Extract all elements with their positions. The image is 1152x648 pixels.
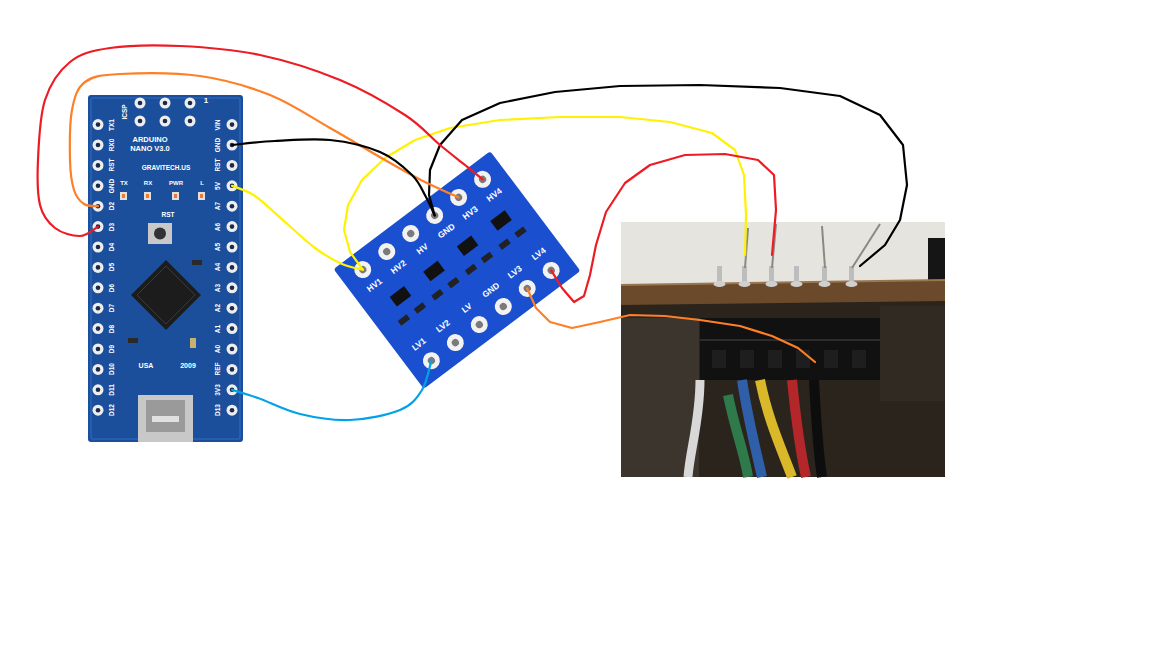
pin-name: D11 [109, 384, 116, 396]
wire [344, 117, 746, 270]
pin-name: D4 [109, 243, 116, 251]
pin-label: LV3 [506, 264, 524, 281]
pin-name: D8 [109, 324, 116, 332]
pin-name: D7 [109, 304, 116, 312]
silkscreen-text: ARDUINO NANO V3.0 [130, 136, 170, 153]
pin-name: ICSP [122, 104, 129, 119]
silkscreen-text: GRAVITECH.US [142, 164, 191, 171]
pin-name: RST [215, 159, 222, 172]
pin-label: GND [436, 222, 457, 241]
pin-name: A4 [215, 263, 222, 271]
pin-name: RX0 [109, 139, 116, 152]
pin-label: HV [415, 242, 430, 257]
pin-label: LV4 [530, 246, 548, 263]
board-photo [621, 222, 945, 477]
pin-name: RST [109, 159, 116, 172]
pin-label: HV3 [461, 204, 480, 222]
wire [232, 139, 435, 215]
silkscreen-text: RST [162, 211, 175, 218]
pin-name: A1 [215, 324, 222, 332]
pin-name: 5V [215, 182, 222, 190]
pin-name: D13 [215, 404, 222, 416]
pin-name: 3V3 [215, 384, 222, 396]
pin-label: HV4 [485, 186, 504, 204]
pin-name: D6 [109, 284, 116, 292]
pin-name: D9 [109, 345, 116, 353]
wire-line [70, 73, 459, 206]
pin-name: A0 [215, 345, 222, 353]
silkscreen-text: 2009 [180, 362, 196, 370]
pin-name: D3 [109, 222, 116, 230]
wire [232, 186, 363, 270]
arduino-board [88, 95, 243, 442]
pin-name: TX1 [109, 119, 116, 131]
pin-label: LV1 [410, 336, 428, 353]
pin-name: D12 [109, 404, 116, 416]
wire-line [232, 361, 431, 420]
pin-name: A3 [215, 284, 222, 292]
pin-name: A7 [215, 202, 222, 210]
pin-label: HV2 [389, 259, 408, 277]
pin-name: D2 [109, 202, 116, 210]
wire [527, 288, 815, 362]
wire-line [232, 186, 363, 270]
pin-name: D5 [109, 263, 116, 271]
pin-name: D10 [109, 363, 116, 375]
silkscreen-text: USA [139, 362, 154, 370]
hand-wires [344, 85, 907, 362]
wire [70, 73, 459, 206]
silkscreen-text: 1 [204, 96, 208, 105]
pin-name: A5 [215, 243, 222, 251]
silkscreen-text: L [200, 180, 204, 187]
wire [38, 45, 483, 236]
pin-label: LV [460, 302, 474, 316]
pin-label: GND [481, 281, 502, 300]
silkscreen-text: RX [144, 180, 152, 187]
wire [429, 85, 907, 266]
pin-name: GND [109, 179, 116, 193]
silkscreen-text: PWR [169, 180, 183, 187]
wire-line [38, 45, 483, 236]
level-shifter-board [334, 151, 581, 389]
pin-name: GND [215, 138, 222, 152]
pin-name: REF [215, 363, 222, 376]
pin-label: LV2 [434, 318, 452, 335]
level-shifter: HV1HV2HVGNDHV3HV4LV1LV2LVGNDLV3LV4 [334, 151, 581, 389]
wire-line [232, 139, 435, 215]
wire [551, 154, 776, 302]
silkscreen-text: TX [120, 180, 128, 187]
pin-name: A6 [215, 222, 222, 230]
pin-name: A2 [215, 304, 222, 312]
pin-label: HV1 [365, 277, 384, 295]
pin-name: VIN [215, 119, 222, 130]
wire [232, 361, 431, 420]
